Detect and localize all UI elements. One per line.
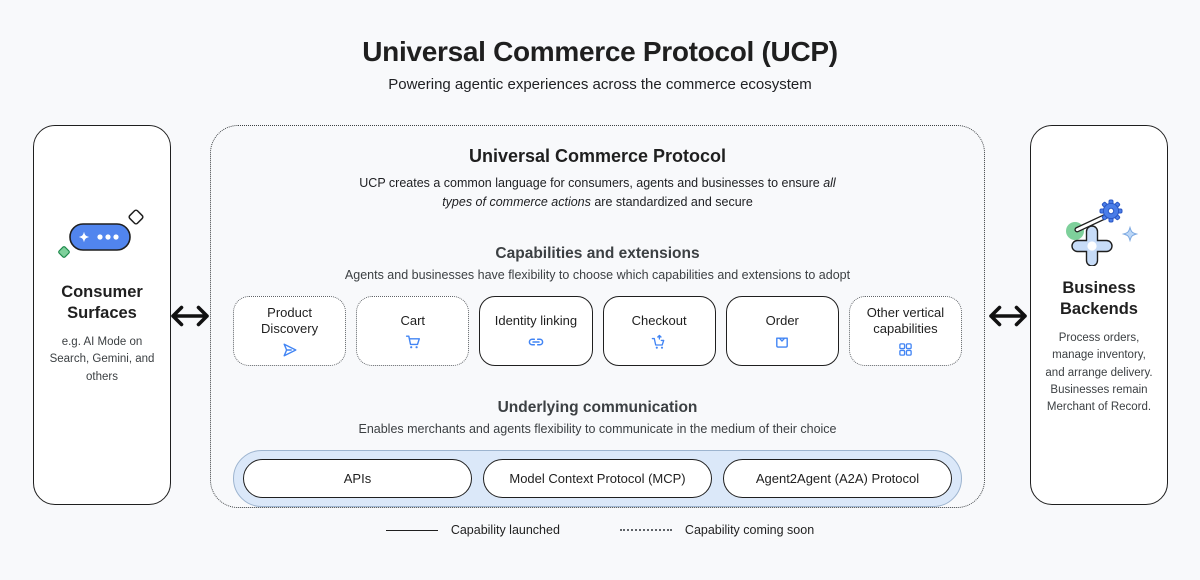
- page-title: Universal Commerce Protocol (UCP): [362, 36, 838, 67]
- capabilities-section-subtitle: Agents and businesses have flexibility t…: [344, 267, 851, 282]
- business-backends-description: Process orders, manage inventory, and ar…: [1045, 332, 1153, 414]
- legend-coming-soon-label: Capability coming soon: [684, 523, 815, 537]
- capability-label: Product Discovery: [261, 305, 319, 336]
- capabilities-row: Product Discovery Cart Identity linking …: [233, 295, 963, 366]
- capability-label: Other vertical capabilities: [866, 305, 945, 336]
- grid-icon: [898, 342, 913, 358]
- capability-other-vertical: Other vertical capabilities: [848, 295, 963, 366]
- header: Universal Commerce Protocol (UCP) Poweri…: [0, 36, 1200, 93]
- chat-sparkle-icon: [54, 204, 150, 266]
- ucp-description: UCP creates a common language for consum…: [359, 176, 836, 209]
- capability-cart: Cart: [356, 295, 470, 366]
- package-icon: [774, 334, 790, 350]
- left-double-arrow-icon: [168, 301, 212, 331]
- legend-launched-label: Capability launched: [450, 523, 560, 537]
- communication-section-subtitle: Enables merchants and agents flexibility…: [358, 421, 837, 436]
- ucp-title: Universal Commerce Protocol: [468, 146, 727, 166]
- legend: Capability launched Capability coming so…: [0, 523, 1200, 537]
- consumer-surfaces-box: Consumer Surfaces e.g. AI Mode on Search…: [33, 125, 171, 505]
- comm-pill-mcp: Model Context Protocol (MCP): [483, 458, 712, 498]
- business-backends-title: Business Backends: [1060, 279, 1138, 319]
- capability-label: Checkout: [631, 313, 687, 329]
- dotted-line-swatch: [619, 529, 672, 531]
- legend-launched: Capability launched: [385, 523, 560, 537]
- capabilities-section-title: Capabilities and extensions: [495, 244, 700, 262]
- gears-icon: [1054, 199, 1144, 266]
- capability-label: Order: [765, 313, 799, 329]
- comm-pill-a2a: Agent2Agent (A2A) Protocol: [723, 458, 952, 498]
- capability-product-discovery: Product Discovery: [233, 295, 347, 366]
- consumer-surfaces-description: e.g. AI Mode on Search, Gemini, and othe…: [49, 336, 155, 383]
- business-backends-box: Business Backends Process orders, manage…: [1030, 125, 1168, 505]
- consumer-surfaces-title: Consumer Surfaces: [61, 283, 143, 323]
- capability-label: Identity linking: [494, 313, 578, 329]
- cart-checkout-icon: [651, 334, 667, 350]
- send-icon: [282, 342, 298, 358]
- communication-section-title: Underlying communication: [497, 398, 698, 416]
- capability-label: Cart: [400, 313, 426, 329]
- link-icon: [527, 334, 545, 350]
- solid-line-swatch: [385, 529, 438, 531]
- capability-order: Order: [725, 295, 839, 366]
- communication-bar: APIs Model Context Protocol (MCP) Agent2…: [233, 449, 962, 507]
- legend-coming-soon: Capability coming soon: [619, 523, 815, 537]
- right-double-arrow-icon: [986, 301, 1030, 331]
- capability-checkout: Checkout: [602, 295, 716, 366]
- page-subtitle: Powering agentic experiences across the …: [388, 76, 812, 93]
- ucp-container: Universal Commerce Protocol UCP creates …: [210, 125, 985, 508]
- cart-icon: [405, 334, 421, 350]
- capability-identity-linking: Identity linking: [479, 295, 593, 366]
- comm-pill-apis: APIs: [243, 458, 472, 498]
